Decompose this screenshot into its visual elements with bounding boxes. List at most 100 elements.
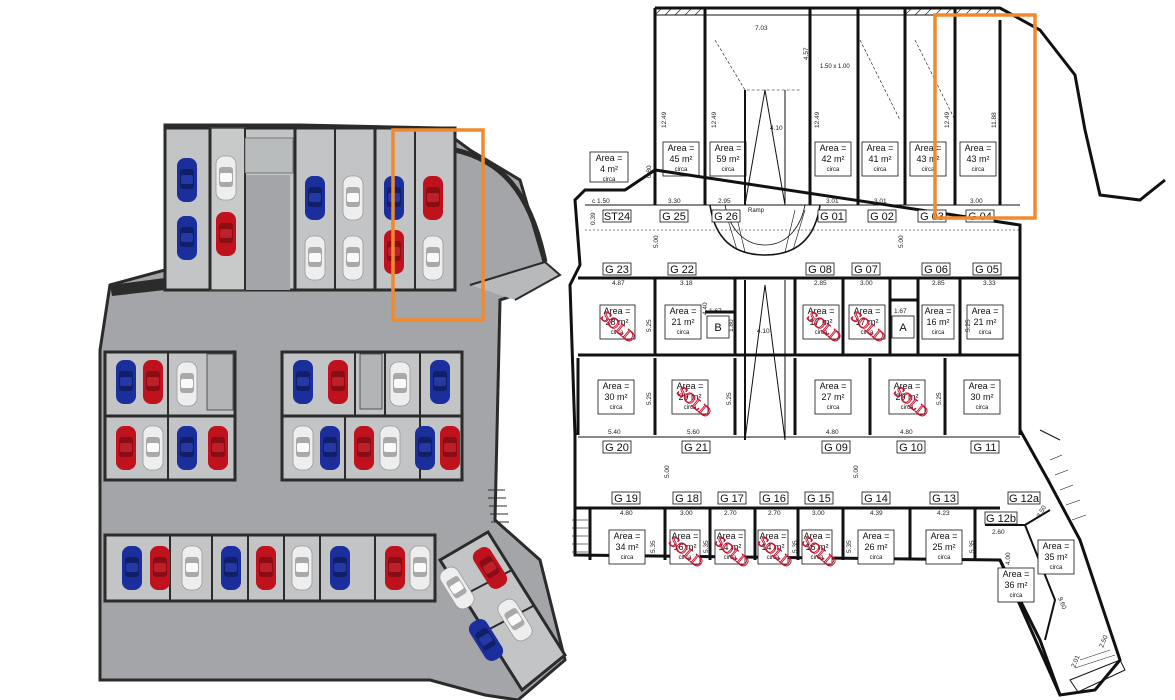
circa-label: circa [724, 555, 737, 561]
dim: 2.95 [718, 198, 731, 205]
dim: 4.10 [770, 125, 783, 132]
label-g13: G 13 [932, 493, 956, 505]
label-g19: G 19 [614, 493, 638, 505]
highlight-box-render [391, 128, 485, 322]
label-g03: G 03 [920, 211, 944, 223]
circa-label: circa [979, 330, 992, 336]
circa-label: circa [938, 555, 951, 561]
dim: 11.88 [991, 112, 998, 128]
dim: 5.35 [703, 540, 710, 553]
area-value-g15_room: 16 m² [805, 542, 828, 552]
dim: 3.00 [860, 280, 873, 287]
dim: 5.00 [853, 465, 860, 478]
dim: 4.00 [1005, 552, 1012, 565]
dim: 12.49 [944, 111, 951, 128]
label-g11: G 11 [973, 442, 996, 454]
dim: 3.18 [680, 280, 693, 287]
top-ramp [709, 204, 821, 256]
dim: 5.35 [846, 540, 853, 553]
label-g12a: G 12a [1009, 493, 1040, 505]
dim: 5.25 [726, 392, 733, 405]
label-g14: G 14 [864, 493, 888, 505]
area-value-g07_room: 17 m² [855, 317, 878, 327]
dim: 5.35 [792, 540, 799, 553]
area-value-g23_room: 28 m² [605, 317, 628, 327]
label-g23: G 23 [605, 264, 629, 276]
label-g25: G 25 [662, 211, 686, 223]
circa-label: circa [932, 330, 945, 336]
area-word-label: Area = [717, 531, 744, 541]
dim: 5.25 [646, 392, 653, 405]
area-word-label: Area = [915, 143, 942, 153]
row3-walls [576, 358, 1022, 435]
ramp-note: Ramp [748, 208, 765, 214]
dim: 3.33 [983, 280, 996, 287]
dim: 3.00 [970, 198, 983, 205]
circa-label: circa [1050, 565, 1063, 571]
dim: 2.85 [932, 280, 945, 287]
area-word-label: Area = [931, 531, 958, 541]
label-storage-b: B [714, 322, 721, 334]
circa-label: circa [621, 555, 634, 561]
area-value-g16_room: 14 m² [761, 542, 784, 552]
area-value-g25_room: 45 m² [669, 154, 692, 164]
dim: 4.80 [900, 429, 913, 436]
area-word-label: Area = [863, 531, 890, 541]
area-word-label: Area = [969, 381, 996, 391]
circa-label: circa [815, 330, 828, 336]
dim: 5.25 [965, 319, 972, 332]
circa-label: circa [811, 555, 824, 561]
circa-label: circa [874, 167, 887, 173]
dim: 12.49 [711, 111, 718, 128]
area-value-g12b_room: 36 m² [1004, 580, 1027, 590]
label-g22: G 22 [670, 264, 694, 276]
area-word-label: Area = [867, 143, 894, 153]
area-value-g06_room: 16 m² [926, 317, 949, 327]
label-g10: G 10 [899, 442, 923, 454]
circa-label: circa [603, 177, 616, 183]
area-word-label: Area = [1003, 569, 1030, 579]
plan-stairs [572, 454, 1087, 553]
dim: 5.40 [608, 429, 621, 436]
dim: 5.35 [969, 540, 976, 553]
area-value-g04_room: 43 m² [966, 154, 989, 164]
dim: 2.70 [724, 510, 737, 517]
label-g06: G 06 [924, 264, 948, 276]
outer-curved-wall [454, 147, 548, 263]
circa-label: circa [972, 167, 985, 173]
label-g21: G 21 [684, 442, 708, 454]
label-g07: G 07 [854, 264, 878, 276]
circa-label: circa [722, 167, 735, 173]
area-value-g26_room: 59 m² [716, 154, 739, 164]
highlight-box-plan [933, 13, 1037, 220]
area-value-g18_room: 16 m² [673, 542, 696, 552]
area-value-g13_room: 25 m² [932, 542, 955, 552]
dim: 1.67 [894, 308, 907, 315]
dim: 2.01 [1070, 654, 1081, 669]
area-value-st_area: 4 m² [600, 164, 618, 174]
dim: 5.00 [898, 235, 905, 248]
circa-label: circa [827, 405, 840, 411]
circa-label: circa [767, 555, 780, 561]
area-value-g08_room: 17 m² [809, 317, 832, 327]
plan-outer-wall [568, 6, 1166, 697]
dim: 4.80 [826, 429, 839, 436]
circa-label: circa [827, 167, 840, 173]
dim: 7.03 [755, 25, 768, 32]
area-value-g01_room: 42 m² [821, 154, 844, 164]
area-word-label: Area = [894, 381, 921, 391]
dim: 5.00 [653, 235, 660, 248]
label-g17: G 17 [720, 493, 744, 505]
dim: 2.70 [768, 510, 781, 517]
area-word-label: Area = [670, 306, 697, 316]
label-g18: G 18 [675, 493, 699, 505]
top-garage-walls [653, 8, 1002, 205]
dim: 3.01 [826, 198, 839, 205]
area-value-g09_room: 27 m² [821, 392, 844, 402]
circa-label: circa [1010, 593, 1023, 599]
circa-label: circa [679, 555, 692, 561]
circa-label: circa [922, 167, 935, 173]
dim: 3.00 [812, 510, 825, 517]
dim: 4.80 [620, 510, 633, 517]
